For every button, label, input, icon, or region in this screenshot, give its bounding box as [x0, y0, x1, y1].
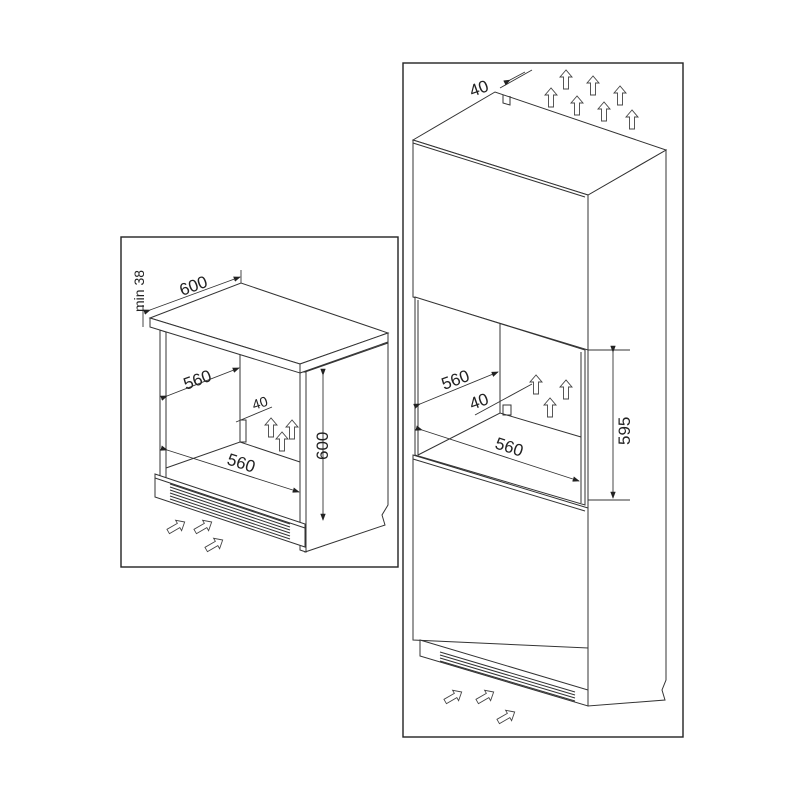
dim-top-clearance: min 38 — [131, 270, 147, 312]
dimension-arrow-icon — [143, 276, 241, 315]
left-panel-under-counter: 600 min 38 560 40 560 600 — [120, 236, 399, 568]
dim-height: 595 — [615, 417, 634, 445]
airflow-inlet-arrow-icon — [164, 516, 227, 556]
panel-frame — [120, 236, 399, 568]
plinth-vent — [419, 639, 589, 707]
dim-inner-width: 560 — [225, 450, 258, 477]
airflow-inlet-arrow-icon — [441, 686, 519, 728]
right-panel-tall-cabinet: 40 560 40 560 595 — [402, 62, 684, 738]
cabinet-left-panel — [159, 329, 167, 479]
lower-door — [412, 454, 589, 649]
dim-back-gap: 40 — [250, 393, 270, 413]
panel-frame — [402, 62, 684, 738]
dim-inner-depth: 560 — [181, 366, 214, 394]
dim-height: 600 — [313, 432, 332, 460]
dim-top-depth: 600 — [177, 272, 210, 300]
airflow-up-arrow-icon — [264, 417, 299, 452]
plinth-vent — [154, 473, 306, 548]
